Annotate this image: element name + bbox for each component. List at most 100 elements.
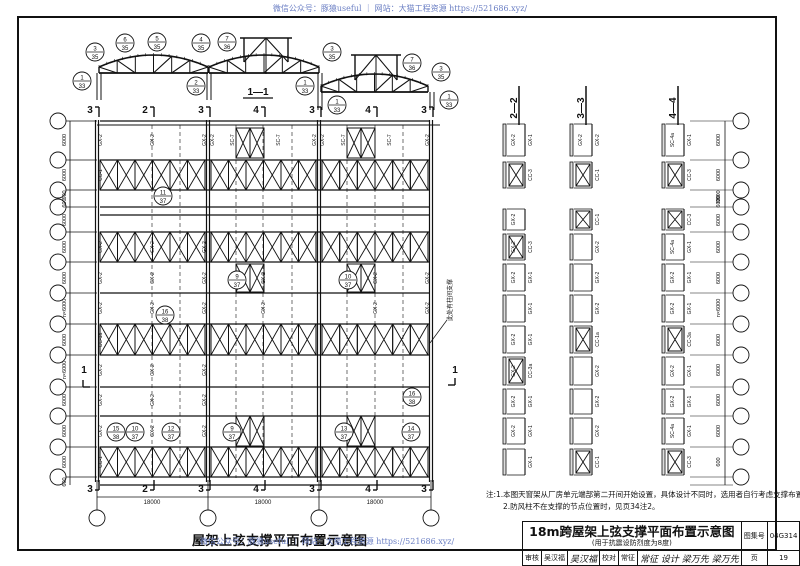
svg-text:1: 1: [335, 100, 339, 106]
svg-text:GX-1: GX-1: [687, 365, 693, 377]
svg-text:37: 37: [234, 283, 241, 289]
section-member-label: GX-2: [595, 365, 601, 377]
svg-text:37: 37: [168, 435, 175, 441]
svg-text:37: 37: [160, 199, 167, 205]
elevation-callout: 335: [431, 62, 451, 82]
section-dimension: 6000: [716, 214, 722, 226]
section-label: 4—4: [668, 97, 679, 119]
note-1: 注:1.本图天窗架从厂房单元端部第二开间开始设置，具体设计不同时，选用者自行考虑…: [486, 490, 800, 499]
axis-bubble: [732, 346, 750, 364]
checker-name: 常征: [618, 550, 639, 566]
svg-text:n×6000: n×6000: [62, 299, 68, 318]
svg-text:7: 7: [410, 58, 414, 64]
svg-text:6000: 6000: [716, 272, 722, 284]
title-block: 18m跨屋架上弦支撑平面布置示意图 (用于抗震设防烈度为8度) 图集号 04G3…: [522, 521, 800, 566]
elevation-callout: 133: [327, 95, 347, 115]
axis-bubble: [732, 438, 750, 456]
sheet-subtitle: (用于抗震设防烈度为8度): [591, 539, 672, 547]
bay-dimension: 6000: [62, 456, 68, 468]
span-dimension: 18000: [255, 500, 272, 506]
svg-text:GX-1: GX-1: [528, 134, 534, 146]
svg-text:GX-2: GX-2: [98, 394, 104, 406]
bay-dimension: 600: [62, 190, 68, 199]
section-member-label: GX-2: [511, 333, 517, 345]
svg-text:4: 4: [253, 484, 259, 495]
elevation-callout: 133: [72, 71, 92, 91]
section-member-label: GX-2: [511, 395, 517, 407]
svg-text:GX-2: GX-2: [98, 241, 104, 253]
svg-text:GX-2: GX-2: [150, 364, 156, 376]
axis-bubble: [732, 223, 750, 241]
svg-text:GX-2: GX-2: [320, 134, 326, 146]
svg-text:37: 37: [132, 435, 139, 441]
svg-text:GX-1: GX-1: [687, 271, 693, 283]
axis-bubble: [49, 284, 67, 302]
section-dimension: ΩΦ: [716, 194, 722, 203]
axis-bubble: [732, 378, 750, 396]
page-label: 页: [740, 550, 768, 566]
svg-text:2: 2: [142, 105, 148, 116]
elevation-callout: 535: [147, 32, 167, 52]
plan-callout: 937: [222, 422, 242, 442]
bay-dimension: 6000: [62, 134, 68, 146]
svg-text:GX-1: GX-1: [528, 302, 534, 314]
svg-text:GX-2: GX-2: [150, 134, 156, 146]
member-label: GX-2: [261, 272, 267, 284]
svg-text:GX-2: GX-2: [670, 365, 676, 377]
member-label: GX-2: [98, 302, 104, 314]
svg-text:600: 600: [716, 190, 722, 199]
svg-text:35: 35: [438, 75, 445, 81]
section-label: 3—3: [576, 97, 587, 119]
svg-text:2: 2: [142, 484, 148, 495]
section-mark-top: 3: [309, 105, 322, 117]
svg-text:GX-2: GX-2: [425, 302, 431, 314]
member-label: GX-2: [98, 241, 104, 253]
axis-bubble: [732, 315, 750, 333]
svg-text:GX-2: GX-2: [202, 364, 208, 376]
page-number: 19: [766, 550, 800, 566]
member-label: GX-2: [98, 425, 104, 437]
svg-text:38: 38: [162, 318, 169, 324]
section-mark-top: 2: [142, 105, 155, 117]
axis-bubble: [49, 378, 67, 396]
watermark-bottom: 微信公众号：豚猿useful ｜ 网站：大猫工程资源 https://52168…: [200, 537, 455, 546]
svg-text:GX-2: GX-2: [373, 272, 379, 284]
member-label: GX-2: [202, 134, 208, 146]
svg-text:3: 3: [87, 105, 93, 116]
bay-dimension: 6000: [62, 169, 68, 181]
member-label: GX-2: [425, 302, 431, 314]
member-label: GX-2: [98, 394, 104, 406]
svg-text:600: 600: [716, 457, 722, 466]
svg-text:6000: 6000: [62, 169, 68, 181]
svg-text:GX-2: GX-2: [202, 394, 208, 406]
member-label: GX-2: [150, 272, 156, 284]
section-mark-top: 3: [87, 105, 100, 117]
svg-text:GX-2: GX-2: [261, 272, 267, 284]
svg-text:33: 33: [193, 89, 200, 95]
axis-bubble: [732, 253, 750, 271]
axis-bubble: [49, 407, 67, 425]
svg-text:38: 38: [113, 435, 120, 441]
svg-text:GX-2: GX-2: [150, 241, 156, 253]
reviewer-signature: 吴汉福: [566, 550, 601, 566]
sheet-title: 18m跨屋架上弦支撑平面布置示意图: [529, 524, 735, 539]
note-2: 2.防风柱不在支撑的节点位置时，见页34注2。: [503, 502, 660, 511]
section-member-label: GX-1: [528, 134, 534, 146]
svg-text:SC-4a: SC-4a: [670, 424, 676, 438]
svg-text:3: 3: [309, 105, 315, 116]
svg-text:4: 4: [199, 38, 203, 44]
member-label: GX-2: [202, 302, 208, 314]
section-member-label: CC-3: [528, 169, 534, 181]
elevation-callout: 133: [439, 90, 459, 110]
axis-bubble: [732, 198, 750, 216]
member-label: GX-2: [425, 134, 431, 146]
watermark-top: 微信公众号：豚猿useful ｜ 网站：大猫工程资源 https://52168…: [272, 4, 528, 13]
axis-bubble: [49, 112, 67, 130]
svg-text:GX-2: GX-2: [202, 241, 208, 253]
section-member-label: GX-1: [687, 365, 693, 377]
svg-text:3: 3: [93, 47, 97, 53]
